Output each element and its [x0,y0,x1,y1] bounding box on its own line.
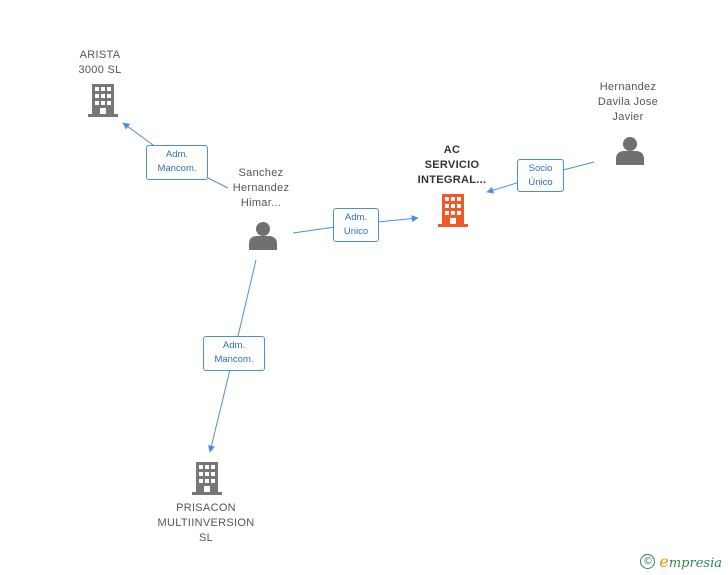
edge-label-sanchez-ac[interactable]: Adm. Unico [333,208,379,242]
node-label-line: SERVICIO [424,159,480,171]
node-label-line: Hernandez [232,182,290,194]
edge-label-line: Adm. [165,149,189,160]
person-icon[interactable] [616,137,644,165]
person-icon[interactable] [249,222,277,250]
edge-label-line: Único [528,177,553,188]
edge-label-line: Mancom. [157,163,197,174]
building-icon[interactable] [192,462,222,495]
footer-brand[interactable]: © empresia [640,552,722,571]
brand-initial: e [659,552,669,571]
node-label-line: Himar... [240,197,282,209]
building-icon[interactable] [88,84,118,117]
edge-label-line: Socio [528,163,553,174]
edge-label-line: Adm. [222,340,246,351]
edge-label-sanchez-prisacon[interactable]: Adm. Mancom. [203,336,265,371]
edge-label-line: Mancom. [214,354,254,365]
building-icon-highlighted[interactable] [438,194,468,227]
edge-label-hernandez-ac[interactable]: Socio Único [517,159,564,192]
edge-label-line: Unico [343,226,369,237]
node-label-line: PRISACON [176,502,236,514]
brand-logo: empresia [659,552,722,571]
node-label-line: ARISTA [79,49,121,61]
node-label-hernandez[interactable]: Hernandez Davila Jose Javier [578,80,678,125]
node-label-ac[interactable]: AC SERVICIO INTEGRAL... [402,143,502,188]
node-label-arista[interactable]: ARISTA 3000 SL [50,48,150,78]
node-label-line: Javier [612,111,644,123]
node-label-line: INTEGRAL... [417,174,487,186]
node-label-prisacon[interactable]: PRISACON MULTIINVERSION SL [146,501,266,546]
node-label-line: SL [198,532,214,544]
node-label-line: Hernandez [599,81,657,93]
node-label-line: MULTIINVERSION [157,517,255,529]
node-label-line: AC [443,144,461,156]
node-label-line: 3000 SL [78,64,122,76]
copyright-icon: © [640,554,656,569]
node-label-line: Sanchez [238,167,284,179]
node-label-sanchez[interactable]: Sanchez Hernandez Himar... [211,166,311,211]
node-label-line: Davila Jose [597,96,659,108]
edge-label-sanchez-arista[interactable]: Adm. Mancom. [146,145,208,180]
brand-name: mpresia [668,556,722,571]
edge-label-line: Adm. [344,212,368,223]
